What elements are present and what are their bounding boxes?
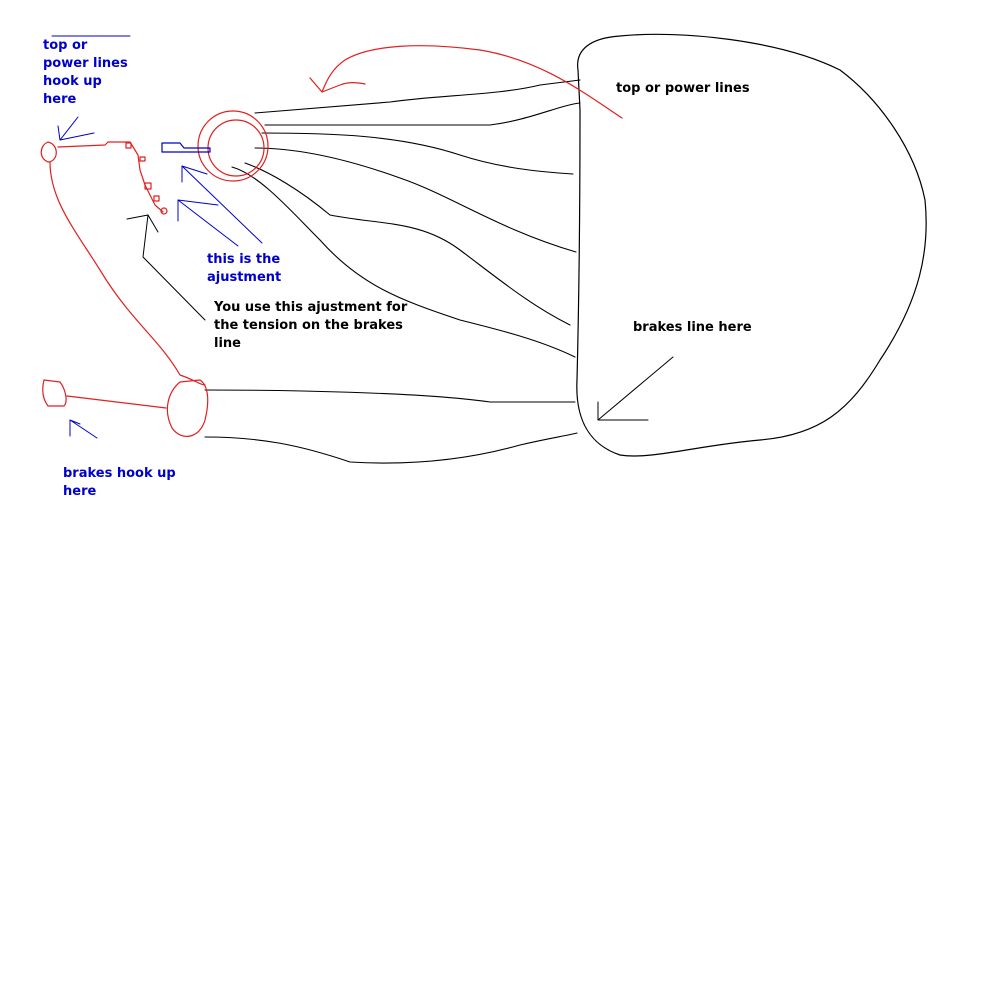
label-line: this is the [207, 252, 281, 267]
label-line: You use this ajustment for [214, 300, 408, 315]
kite-outline [576, 33, 927, 457]
annotation-arrows-black [126, 214, 674, 421]
label-line: brakes hook up [63, 466, 176, 481]
label-line: power lines [43, 56, 128, 71]
label-line: ajustment [207, 270, 282, 285]
top-lines-label: top or power lines [616, 81, 750, 96]
label-line: line [214, 336, 241, 351]
adjustment-part [161, 142, 211, 153]
red-curve-arrow [309, 45, 623, 119]
label-line: the tension on the brakes [214, 318, 403, 333]
top-lines-hookup-label: top or power lines hook up here [43, 37, 128, 109]
annotation-arrows-blue [51, 35, 263, 439]
label-line: here [43, 92, 77, 107]
brake-lines [204, 389, 578, 464]
label-line: here [63, 484, 97, 499]
adjustment-label: this is the ajustment [207, 251, 281, 287]
tension-note-label: You use this ajustment for the tension o… [214, 299, 407, 353]
label-line: hook up [43, 74, 102, 89]
brakes-hookup-label: brakes hook up here [63, 465, 176, 501]
label-line: top or [43, 38, 88, 53]
brakes-line-label: brakes line here [633, 320, 752, 335]
power-lines [231, 79, 581, 358]
